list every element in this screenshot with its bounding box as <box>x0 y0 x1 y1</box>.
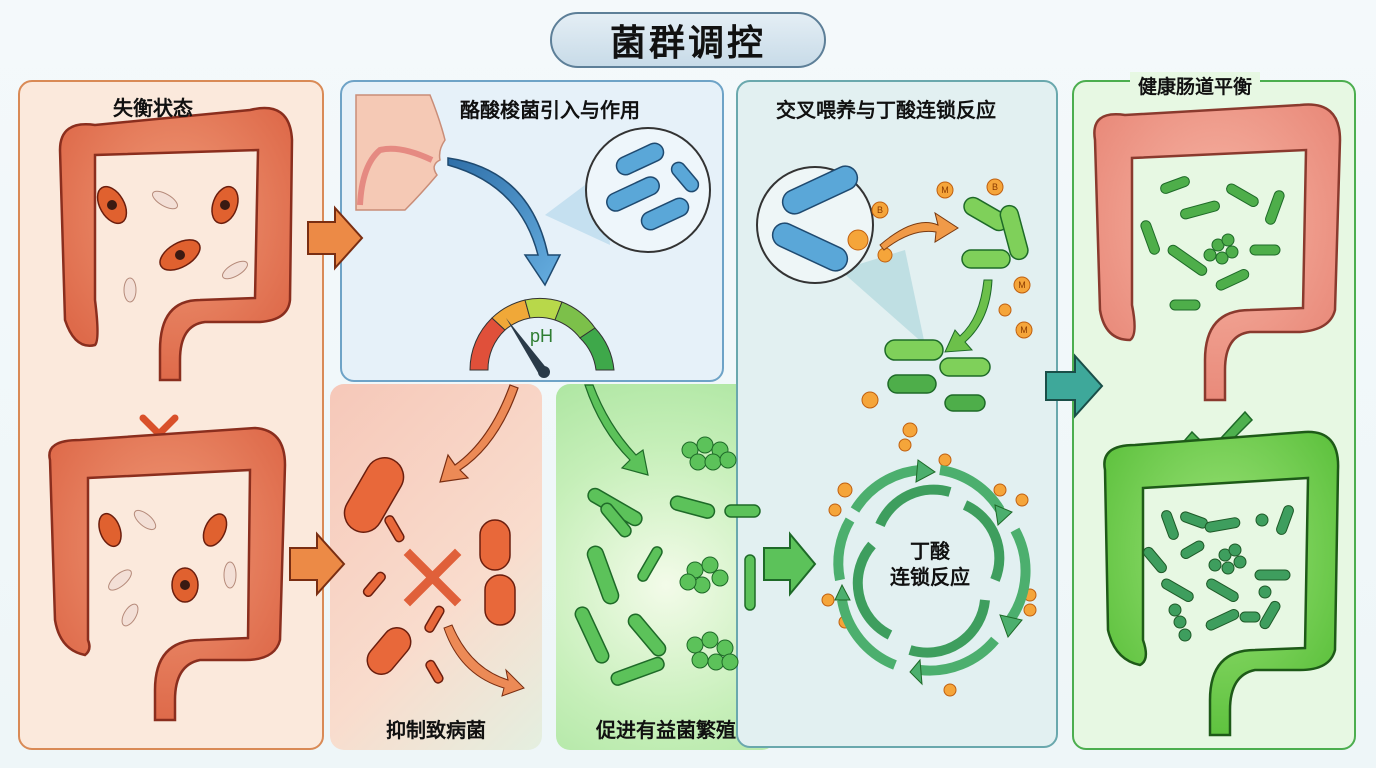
panel-title-introduction: 酪酸梭菌引入与作用 <box>460 98 640 122</box>
pathogen-bacterium <box>98 512 122 548</box>
human-profile-icon <box>355 94 446 211</box>
butyrate-producer-magnified-icon <box>756 165 925 345</box>
ph-label: pH <box>530 326 553 346</box>
ph-gauge-icon <box>469 298 615 378</box>
transfer-arrow-icon <box>879 211 959 251</box>
arrowhead-icon <box>909 658 923 686</box>
arrowhead-icon <box>994 504 1013 527</box>
colon-healthy-green <box>1103 430 1340 737</box>
skull-icon <box>107 200 117 210</box>
down-arrow-icon <box>944 279 993 353</box>
panel-title-imbalance: 失衡状态 <box>113 96 193 120</box>
panel-title-promote: 促进有益菌繁殖 <box>596 718 736 742</box>
metabolite-b-label: B <box>877 205 883 215</box>
panel-title-inhibit: 抑制致病菌 <box>386 718 486 742</box>
arrow-down-right-icon <box>584 384 649 476</box>
skull-icon <box>220 200 230 210</box>
beneficial-bacteria-group <box>884 196 1029 412</box>
beneficial-bacteria-cluster <box>574 487 761 686</box>
colon-healthy-pink <box>1093 103 1342 402</box>
metabolite-b-label: B <box>992 182 998 192</box>
cycle-label-line2: 连锁反应 <box>890 565 970 589</box>
arrow-right-icon <box>307 205 364 271</box>
arrow-right-icon <box>763 531 817 597</box>
metabolite-particles <box>821 178 1037 697</box>
metabolite-m-label: M <box>1020 325 1028 335</box>
arrowhead-icon <box>834 583 851 601</box>
x-mark-icon <box>403 548 462 607</box>
panel-title-crossfeeding: 交叉喂养与丁酸连锁反应 <box>776 98 996 122</box>
colon-inflamed-top <box>58 106 294 382</box>
metabolite-m-label: M <box>1018 280 1026 290</box>
cycle-label-line1: 丁酸 <box>910 539 950 563</box>
arrow-down-left-icon <box>439 384 519 483</box>
arrowhead-icon <box>999 614 1023 638</box>
butyrate-cycle-arrows <box>833 465 1031 676</box>
pathogen-cluster <box>343 457 516 684</box>
metabolite-m-label: M <box>941 185 949 195</box>
skull-icon <box>175 250 185 260</box>
ingestion-arrow-icon <box>447 157 562 287</box>
arrow-right-icon <box>1045 353 1104 419</box>
arrowhead-icon <box>915 459 936 483</box>
cocci-cluster <box>679 436 739 671</box>
arrow-curve-icon <box>443 624 525 697</box>
arrow-right-icon <box>289 531 346 597</box>
pathogen-bacterium <box>202 513 228 547</box>
skull-icon <box>180 580 190 590</box>
main-title-pill: 菌群调控 <box>550 12 826 68</box>
panel-crossfeeding <box>736 80 1058 748</box>
clostridium-magnified-icon <box>545 127 711 253</box>
colon-inflamed-bottom <box>48 426 287 722</box>
panel-title-healthy: 健康肠道平衡 <box>1130 72 1261 99</box>
main-title: 菌群调控 <box>609 23 766 64</box>
cycle-label: 丁酸 连锁反应 <box>880 538 980 590</box>
